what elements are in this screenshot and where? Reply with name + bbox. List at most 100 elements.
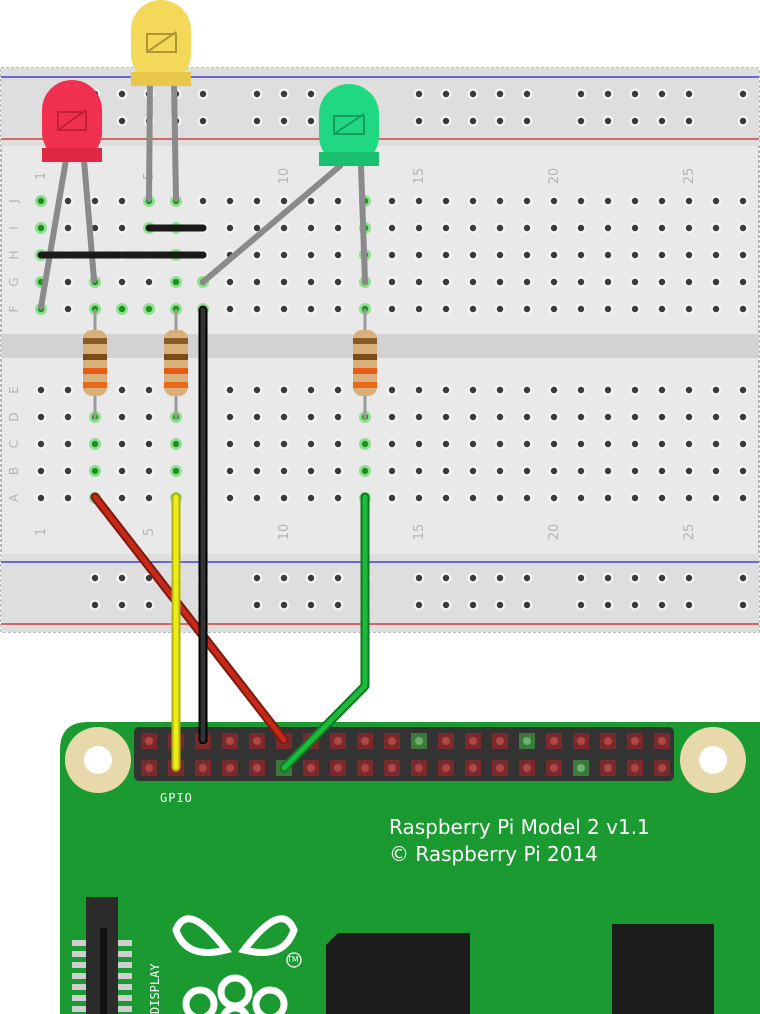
breadboard-hole-center [307, 494, 315, 502]
breadboard-hole-center [469, 440, 477, 448]
breadboard-hole-center [496, 197, 504, 205]
breadboard-hole-center [604, 467, 612, 475]
rail-hole-center [739, 90, 747, 98]
breadboard-hole-center [307, 278, 315, 286]
breadboard-hole-center [118, 467, 126, 475]
rail-hole-center [145, 574, 153, 582]
breadboard-hole-center [172, 440, 180, 448]
breadboard-hole-center [604, 251, 612, 259]
display-pin [72, 1006, 86, 1012]
breadboard-hole-center [442, 413, 450, 421]
breadboard-hole-center [253, 413, 261, 421]
breadboard-hole-center [631, 305, 639, 313]
gpio-pin-center [442, 737, 450, 745]
row-letter: B [7, 467, 21, 475]
breadboard-hole-center [550, 467, 558, 475]
mount-hole-right-inner [699, 746, 727, 774]
breadboard-hole-center [739, 386, 747, 394]
breadboard-hole-center [64, 386, 72, 394]
display-pin [118, 962, 132, 968]
red-led-leg-2 [81, 157, 97, 283]
breadboard-hole-center [550, 224, 558, 232]
rail-hole-center [118, 90, 126, 98]
rail-hole-center [307, 574, 315, 582]
display-label: DISPLAY [148, 963, 162, 1014]
breadboard-hole-center [334, 197, 342, 205]
display-pin [118, 995, 132, 1001]
breadboard-hole-center [415, 224, 423, 232]
display-connector-slot [100, 928, 107, 1014]
rail-hole-center [739, 601, 747, 609]
breadboard-hole-center [631, 197, 639, 205]
breadboard-hole-center [604, 413, 612, 421]
rail-hole-center [739, 117, 747, 125]
rail-hole-center [280, 117, 288, 125]
breadboard-hole-center [550, 386, 558, 394]
breadboard-hole-center [253, 278, 261, 286]
breadboard-hole-center [145, 413, 153, 421]
breadboard-hole-center [172, 467, 180, 475]
breadboard-hole-center [253, 494, 261, 502]
rail-hole-center [685, 574, 693, 582]
breadboard-hole-center [280, 440, 288, 448]
rail-hole-center [469, 90, 477, 98]
breadboard-hole-center [226, 305, 234, 313]
column-number-bottom: 1 [34, 528, 49, 536]
gpio-pin-center [469, 764, 477, 772]
breadboard-hole-center [442, 278, 450, 286]
rail-hole-center [604, 90, 612, 98]
breadboard-hole-center [253, 251, 261, 259]
breadboard-hole-center [712, 224, 720, 232]
resistor-band [164, 368, 188, 374]
breadboard-hole-center [253, 467, 261, 475]
breadboard-hole-center [658, 305, 666, 313]
breadboard-hole-center [523, 305, 531, 313]
breadboard-hole-center [442, 440, 450, 448]
breadboard-hole-center [469, 305, 477, 313]
rail-hole-center [199, 90, 207, 98]
display-pin [118, 951, 132, 957]
resistors [83, 309, 377, 420]
breadboard-hole-center [442, 305, 450, 313]
breadboard-hole-center [226, 440, 234, 448]
breadboard-hole-center [658, 278, 666, 286]
breadboard-hole-center [280, 278, 288, 286]
breadboard-hole-center [307, 224, 315, 232]
display-pin [118, 1006, 132, 1012]
rail-hole-center [307, 90, 315, 98]
breadboard-hole-center [658, 251, 666, 259]
rail-hole-center [469, 601, 477, 609]
rail-hole-center [496, 601, 504, 609]
rail-hole-center [469, 574, 477, 582]
leds [42, 0, 379, 166]
breadboard-hole-center [64, 197, 72, 205]
column-number-top: 15 [412, 168, 427, 185]
breadboard-hole-center [469, 278, 477, 286]
rail-hole-center [118, 117, 126, 125]
breadboard-hole-center [685, 467, 693, 475]
breadboard-hole-center [361, 440, 369, 448]
breadboard-hole-center [91, 467, 99, 475]
resistor-band [353, 354, 377, 360]
breadboard-hole-center [415, 494, 423, 502]
gpio-pin-center [415, 737, 423, 745]
breadboard-hole-center [604, 197, 612, 205]
breadboard-hole-center [469, 467, 477, 475]
breadboard-hole-center [739, 197, 747, 205]
gpio-pin-center [658, 764, 666, 772]
breadboard-hole-center [280, 494, 288, 502]
rail-hole-center [145, 601, 153, 609]
breadboard-hole-center [118, 278, 126, 286]
rail-hole-center [118, 601, 126, 609]
breadboard-hole-center [577, 440, 585, 448]
breadboard-hole-center [469, 413, 477, 421]
rail-hole-center [496, 574, 504, 582]
breadboard-hole-center [145, 440, 153, 448]
rail-hole-center [658, 574, 666, 582]
breadboard-hole-center [712, 413, 720, 421]
gpio-pin-center [253, 764, 261, 772]
gpio-pin-center [523, 737, 531, 745]
breadboard-hole-center [685, 440, 693, 448]
breadboard-hole-center [334, 386, 342, 394]
breadboard-hole-center [388, 197, 396, 205]
